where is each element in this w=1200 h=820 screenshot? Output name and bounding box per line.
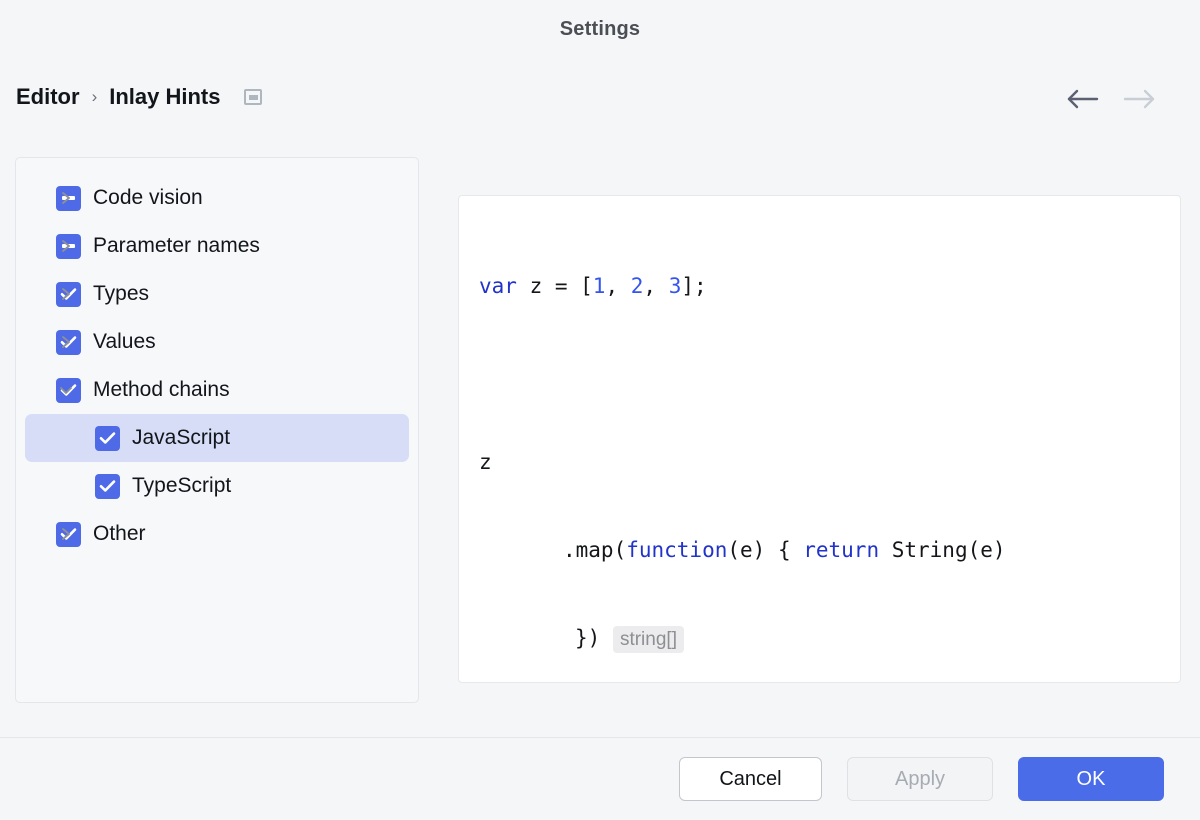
breadcrumb-item-editor[interactable]: Editor: [16, 84, 80, 109]
code-text: ,: [605, 274, 631, 298]
code-line-blank: [479, 352, 1160, 396]
breadcrumb: Editor › Inlay Hints: [16, 84, 263, 110]
checkbox-typescript[interactable]: [95, 473, 120, 499]
page-title: Settings: [559, 18, 641, 40]
code-keyword-var: var: [479, 274, 517, 298]
navigation-controls: [1066, 84, 1156, 114]
tree-item-parameter-names[interactable]: Parameter names: [25, 222, 409, 270]
footer-divider: [0, 737, 1200, 738]
arrow-right-icon: [1122, 84, 1156, 114]
tree-item-label: Other: [93, 522, 146, 545]
code-text: z = [: [516, 274, 593, 298]
apply-button[interactable]: Apply: [847, 757, 993, 801]
cancel-button[interactable]: Cancel: [679, 757, 822, 801]
tree-item-values[interactable]: Values: [25, 318, 409, 366]
code-text: }): [575, 626, 601, 650]
code-text: String(e): [879, 538, 1006, 562]
code-number: 2: [630, 274, 644, 298]
chevron-down-icon[interactable]: [58, 382, 74, 398]
code-keyword-function: function: [626, 538, 728, 562]
code-line: }) string[]: [479, 616, 1160, 662]
tree-item-label: Code vision: [93, 186, 203, 209]
tree-item-label: Parameter names: [93, 234, 260, 257]
code-preview-text: var z = [1, 2, 3]; z .map(function(e) { …: [459, 196, 1180, 682]
code-line: var z = [1, 2, 3];: [479, 264, 1160, 308]
code-preview-panel: var z = [1, 2, 3]; z .map(function(e) { …: [458, 195, 1181, 683]
code-text: ,: [643, 274, 669, 298]
tree-item-label: Values: [93, 330, 156, 353]
chevron-right-icon[interactable]: [58, 334, 74, 350]
code-text: .map(: [563, 538, 627, 562]
code-line: z: [479, 440, 1160, 484]
code-text: ];: [681, 274, 707, 298]
tree-item-code-vision[interactable]: Code vision: [25, 174, 409, 222]
chevron-right-icon[interactable]: [58, 238, 74, 254]
tree-item-typescript[interactable]: TypeScript: [25, 462, 409, 510]
code-text: (e) {: [727, 538, 804, 562]
ok-button[interactable]: OK: [1018, 757, 1164, 801]
chevron-right-icon[interactable]: [58, 190, 74, 206]
tree-item-label: Method chains: [93, 378, 230, 401]
checkbox-javascript[interactable]: [95, 425, 120, 451]
code-keyword-return: return: [803, 538, 880, 562]
tree-item-label: TypeScript: [132, 474, 232, 497]
code-number: 3: [668, 274, 682, 298]
breadcrumb-item-inlay-hints[interactable]: Inlay Hints: [109, 84, 221, 109]
arrow-left-icon[interactable]: [1066, 84, 1100, 114]
breadcrumb-separator-icon: ›: [91, 87, 98, 106]
code-line: .map(function(e) { return String(e): [479, 528, 1160, 572]
tree-item-method-chains[interactable]: Method chains: [25, 366, 409, 414]
dialog-footer: Cancel Apply OK: [0, 738, 1200, 820]
inlay-badge-icon: [244, 89, 263, 105]
tree-item-types[interactable]: Types: [25, 270, 409, 318]
tree-item-label: Types: [93, 282, 150, 305]
chevron-right-icon[interactable]: [58, 526, 74, 542]
code-text: z: [479, 450, 492, 474]
code-number: 1: [592, 274, 606, 298]
tree-item-javascript[interactable]: JavaScript: [25, 414, 409, 462]
chevron-right-icon[interactable]: [58, 286, 74, 302]
tree-item-other[interactable]: Other: [25, 510, 409, 558]
inlay-hint-chip[interactable]: string[]: [612, 626, 684, 653]
tree-item-label: JavaScript: [132, 426, 231, 449]
